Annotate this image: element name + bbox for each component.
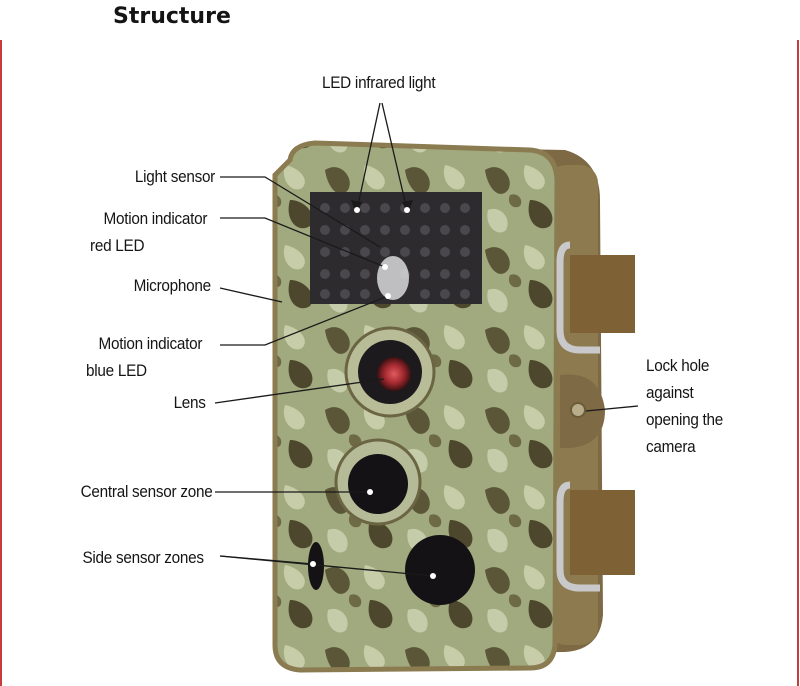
label-lens: Lens — [173, 393, 206, 412]
label-microphone: Microphone — [133, 276, 212, 295]
label-central-sensor-zone: Central sensor zone — [80, 482, 212, 501]
label-light-sensor: Light sensor — [134, 167, 215, 186]
lens-glass — [377, 357, 411, 391]
label-lock-hole-line4: camera — [646, 437, 696, 456]
label-lock-hole-line2: against — [646, 383, 694, 402]
side-sensor-left — [308, 542, 324, 590]
label-lock-hole-line3: opening the — [646, 410, 724, 429]
upper-strap — [556, 241, 635, 354]
leader-arrowheads — [351, 200, 413, 214]
page-border-right — [797, 40, 799, 686]
label-side-sensor-zones: Side sensor zones — [82, 548, 205, 567]
label-lock-hole-line1: Lock hole — [646, 356, 710, 375]
label-motion-indicator-red-line2: red LED — [90, 236, 145, 255]
label-led-infrared-light: LED infrared light — [322, 73, 436, 92]
side-sensor-right — [405, 535, 475, 605]
label-motion-indicator-blue-line2: blue LED — [86, 361, 147, 380]
ir-led-array — [320, 203, 470, 299]
label-motion-indicator-red-line1: Motion indicator — [103, 209, 207, 228]
label-motion-indicator-blue-line1: Motion indicator — [98, 334, 202, 353]
page-border-left — [0, 40, 2, 686]
lock-hole — [570, 402, 586, 418]
light-sensor-glow — [377, 256, 409, 300]
central-sensor — [348, 454, 408, 514]
page-title: Structure — [113, 4, 231, 29]
lower-strap — [556, 481, 635, 592]
leader-dots — [310, 207, 436, 579]
leader-lines — [214, 102, 639, 577]
